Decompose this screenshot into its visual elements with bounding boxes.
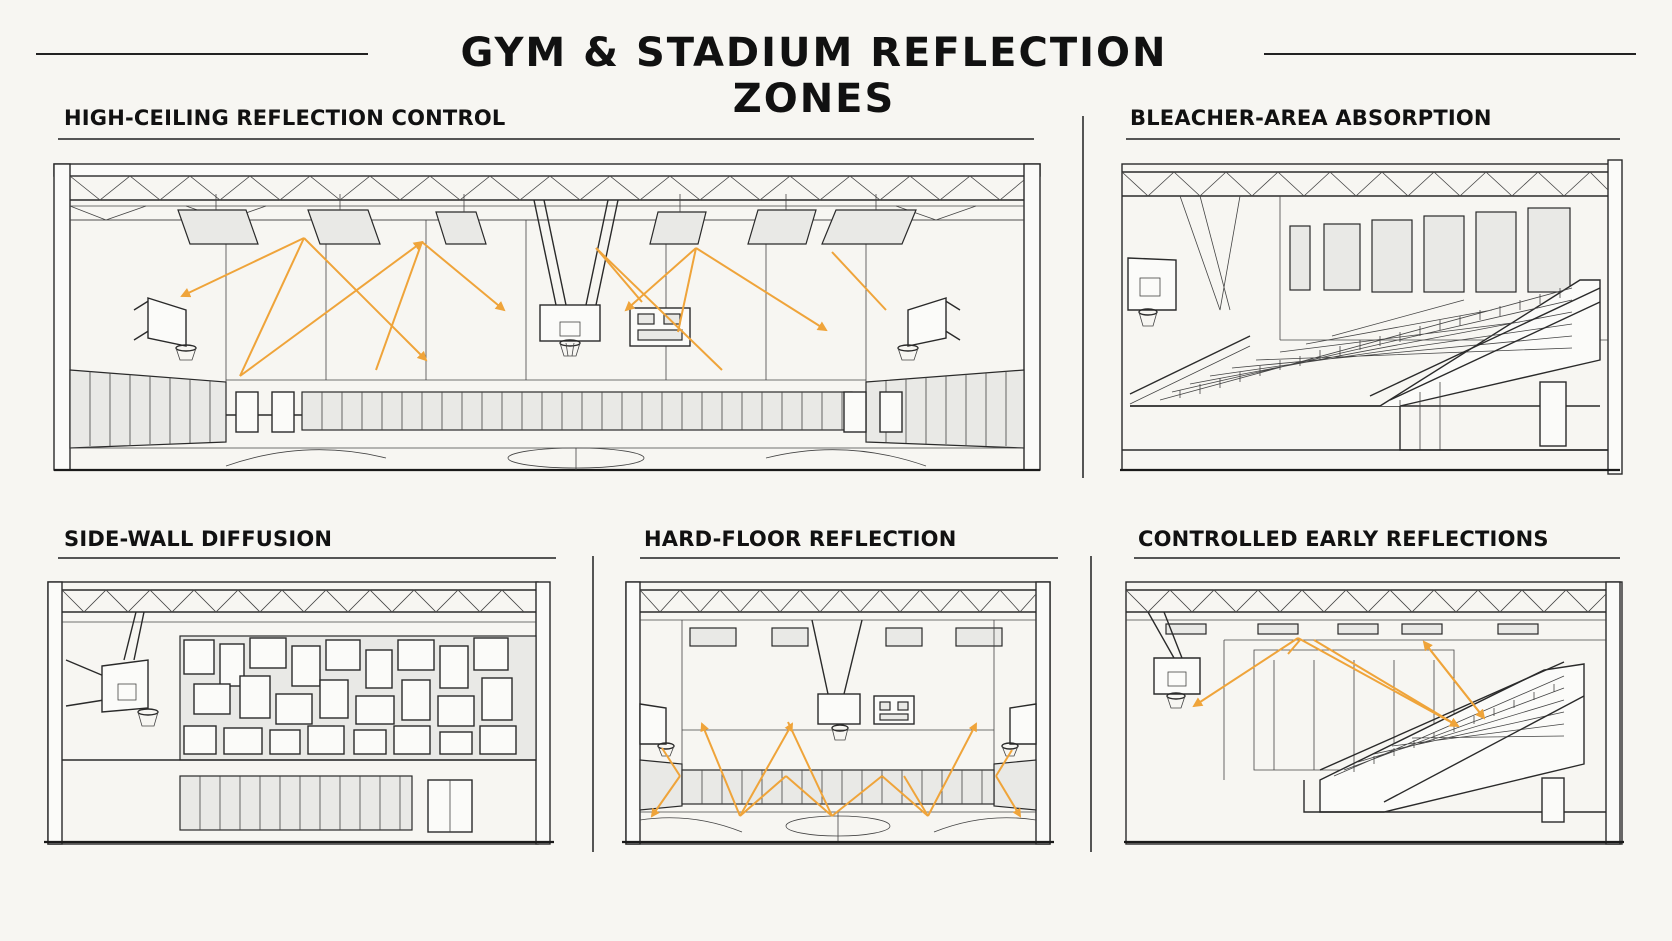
roof-truss (61, 589, 536, 623)
court-floor (622, 811, 1054, 844)
reflection-rays (1192, 637, 1486, 727)
right-column (535, 581, 551, 845)
basketball-hoop-icon (897, 297, 961, 361)
heading-rule-hard-floor (640, 557, 1058, 559)
divider-bottom-right (1090, 556, 1092, 852)
door-icon (1539, 381, 1567, 447)
wall-pads-back (301, 391, 853, 431)
divider-top (1082, 116, 1084, 478)
door-icon (235, 391, 259, 433)
basketball-hoop-icon (1127, 257, 1177, 327)
scoreboard-icon (629, 307, 691, 347)
back-wall (681, 620, 995, 772)
door-icon (879, 391, 903, 433)
scene-early-reflections (1124, 581, 1624, 845)
basketball-hoop-icon (65, 611, 159, 727)
heading-high-ceiling: HIGH-CEILING REFLECTION CONTROL (64, 106, 506, 130)
door-icon (271, 391, 295, 433)
ceiling-panels (177, 194, 917, 245)
basketball-hoop-icon (639, 703, 675, 757)
heading-rule-bleacher (1126, 138, 1620, 140)
roof-truss (1121, 171, 1609, 197)
right-column (1605, 581, 1621, 845)
wall-pads-left (69, 369, 227, 449)
ceiling-panel (649, 211, 707, 245)
heading-rule-high-ceiling (58, 138, 1034, 140)
reflection-rays (650, 721, 1022, 818)
diffuser-blocks (183, 637, 517, 755)
left-column (47, 581, 63, 845)
basketball-hoop-icon (1001, 703, 1037, 757)
heading-bleacher: BLEACHER-AREA ABSORPTION (1130, 106, 1492, 130)
ceiling-panel (177, 209, 259, 245)
right-column (1607, 159, 1623, 475)
wall-pads-left (639, 759, 683, 811)
scene-side-wall (44, 581, 554, 845)
court-floor (54, 447, 1040, 472)
roof-truss (1125, 589, 1607, 621)
basketball-hoop-icon (811, 619, 863, 741)
reflection-rays (180, 237, 887, 377)
right-column (1023, 163, 1041, 471)
scene-bleacher (1120, 159, 1623, 475)
left-column (53, 163, 71, 471)
absorption-panels (1289, 207, 1571, 293)
scoreboard-icon (873, 695, 915, 725)
scene-hard-floor (622, 581, 1054, 845)
roof-beam (53, 163, 1041, 177)
right-column (1035, 581, 1051, 845)
heading-rule-side-wall (58, 557, 556, 559)
ceiling-panel (435, 211, 487, 245)
heading-hard-floor: HARD-FLOOR REFLECTION (644, 527, 957, 551)
basketball-hoop-icon (533, 199, 619, 357)
ceiling-panel (821, 209, 917, 245)
door-icon (843, 391, 867, 433)
basketball-hoop-icon (1147, 611, 1201, 709)
bleachers (1129, 279, 1608, 451)
door-icon (1541, 777, 1565, 823)
ceiling-panels (689, 627, 1003, 647)
ceiling-panels (1165, 623, 1539, 635)
divider-bottom-left (592, 556, 594, 852)
heading-side-wall: SIDE-WALL DIFFUSION (64, 527, 333, 551)
roof-truss (639, 589, 1037, 621)
page-title: GYM & STADIUM REFLECTION ZONES (460, 30, 1168, 122)
title-bar: GYM & STADIUM REFLECTION ZONES (36, 22, 1636, 122)
wall-pads (179, 775, 413, 831)
scene-high-ceiling (53, 163, 1041, 472)
ceiling-panel (747, 209, 817, 245)
basketball-hoop-icon (133, 297, 197, 361)
left-column (625, 581, 641, 845)
title-rule-left (36, 53, 368, 55)
title-rule-right (1264, 53, 1636, 55)
heading-early-reflections: CONTROLLED EARLY REFLECTIONS (1138, 527, 1549, 551)
heading-rule-early-reflections (1134, 557, 1620, 559)
ceiling-panel (307, 209, 381, 245)
